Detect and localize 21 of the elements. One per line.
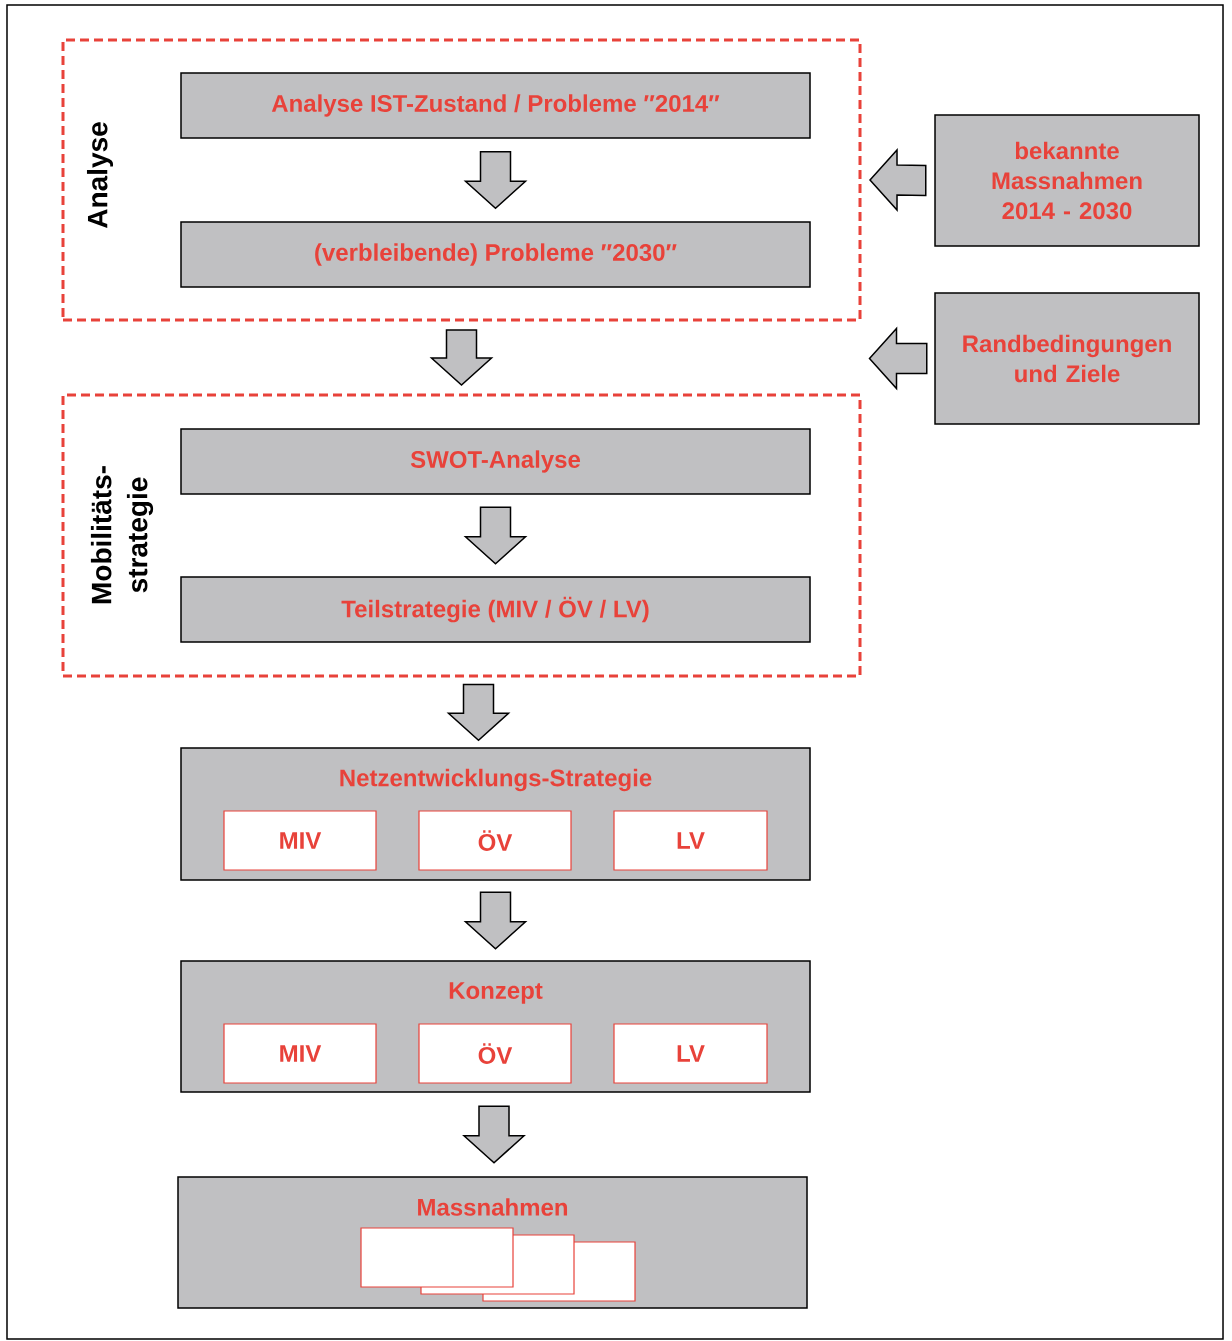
sheet-box	[360, 1227, 514, 1288]
block-arrow	[462, 1105, 526, 1164]
block-arrow	[868, 326, 928, 391]
item-box: ÖV	[418, 810, 572, 871]
block-arrow	[463, 151, 528, 210]
item-box: MIV	[223, 1023, 377, 1084]
process-box: Analyse IST-Zustand / Probleme ″2014″	[180, 72, 811, 139]
block-arrow	[869, 148, 927, 212]
item-box: LV	[613, 810, 768, 871]
item-box: LV	[613, 1023, 768, 1084]
process-box: Teilstrategie (MIV / ÖV / LV)	[180, 576, 811, 643]
block-arrow	[429, 329, 494, 386]
block-arrow	[463, 506, 528, 565]
item-box: ÖV	[418, 1023, 572, 1084]
process-box: Randbedingungen und Ziele	[934, 292, 1200, 425]
item-box: MIV	[223, 810, 377, 871]
process-box: bekannte Massnahmen 2014 - 2030	[934, 114, 1200, 247]
process-box: (verbleibende) Probleme ″2030″	[180, 221, 811, 288]
block-arrow	[446, 683, 511, 742]
process-box: SWOT-Analyse	[180, 428, 811, 495]
block-arrow	[463, 891, 528, 950]
